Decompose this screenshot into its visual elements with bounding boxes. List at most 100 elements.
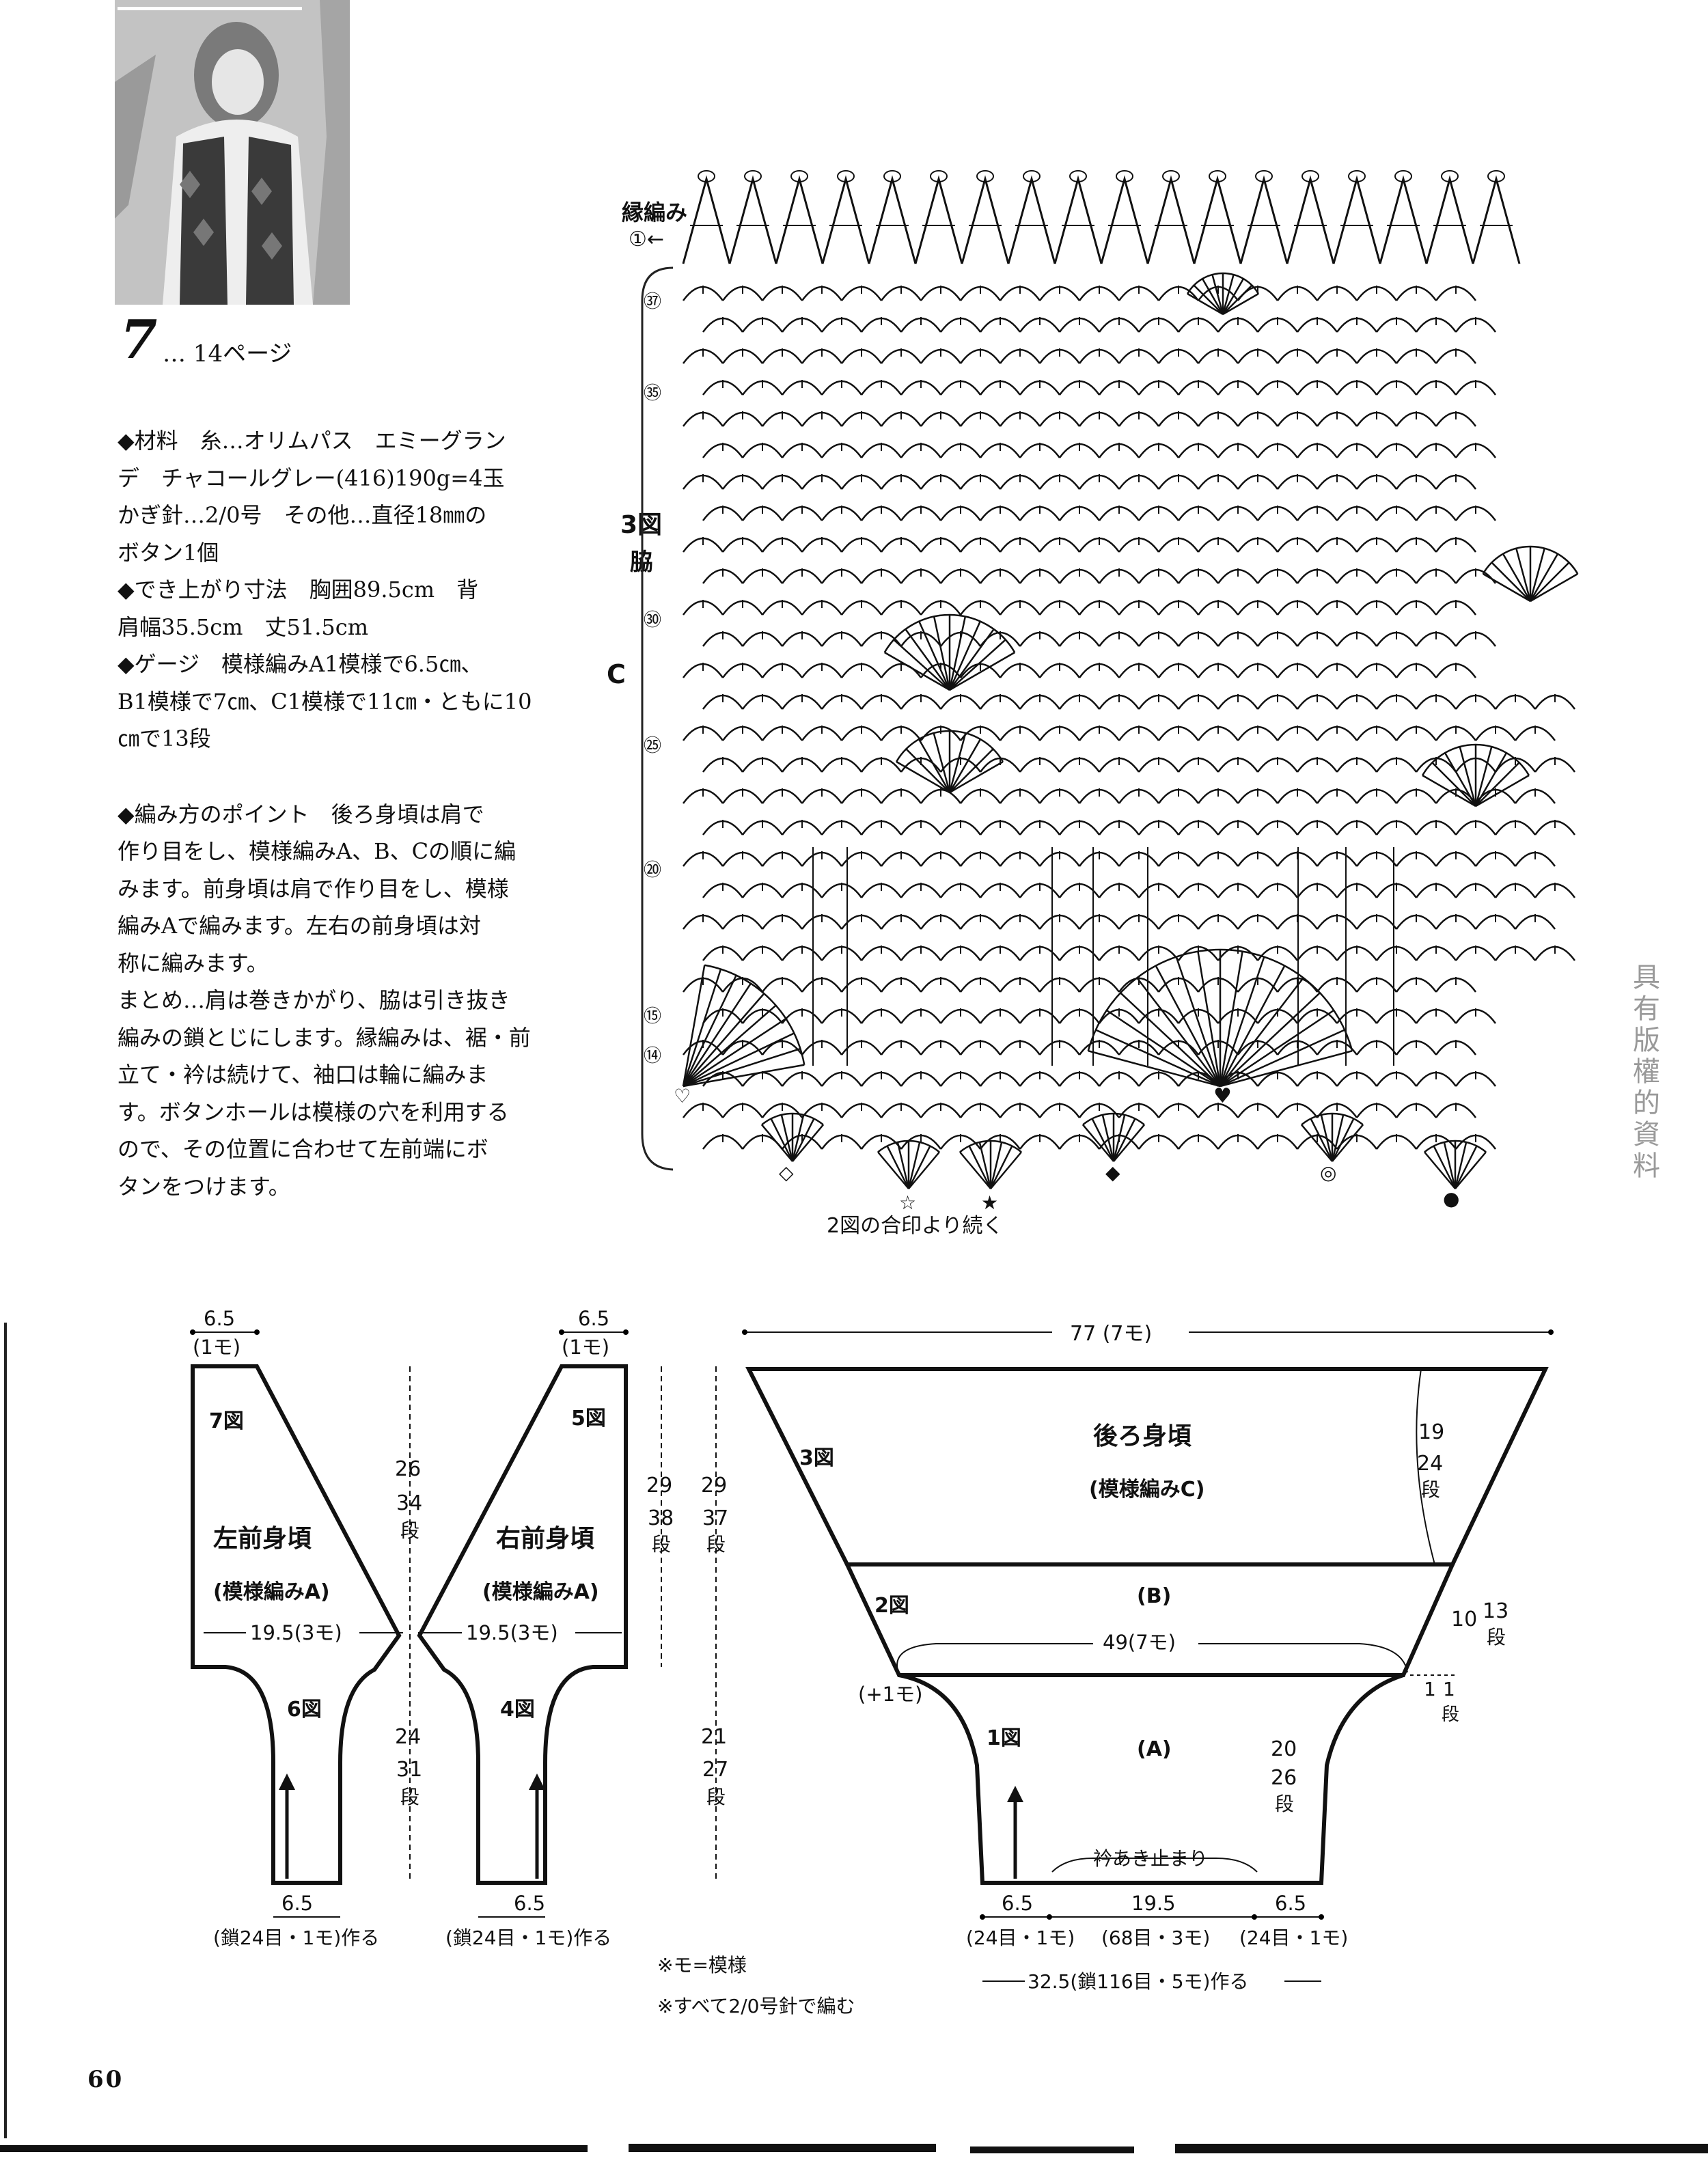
- fan-stitch: [1219, 951, 1243, 1087]
- fan-stitch: [792, 1124, 824, 1162]
- fan-stitch: [959, 1151, 991, 1189]
- fan-stitch: [1310, 1118, 1334, 1162]
- bottom-note: (鎖24目・1モ)作る: [213, 1927, 379, 1949]
- fan-stitch: [1491, 562, 1531, 602]
- neck-note: 衿あき止まり: [1093, 1847, 1208, 1870]
- edging-chain: [1239, 175, 1289, 264]
- fan-stitch: [1454, 1145, 1478, 1189]
- lower-height: 24: [395, 1725, 421, 1749]
- upper-height-a: 29: [646, 1474, 672, 1497]
- fan-stitch: [761, 1124, 793, 1162]
- fan-stitch: [886, 1145, 910, 1189]
- bottom-width: 6.5: [281, 1892, 313, 1915]
- fan-stitch: [1455, 1151, 1487, 1189]
- fan-stitch: [1220, 1009, 1334, 1088]
- fan-stitch: [1530, 562, 1570, 602]
- fan-edge: [959, 1140, 1022, 1153]
- fan-stitch: [884, 651, 950, 691]
- fan-stitch: [896, 1142, 910, 1189]
- info-line: ◆編み方のポイント 後ろ身頃は肩で: [118, 801, 484, 827]
- fan-stitch: [1112, 1114, 1126, 1162]
- fan-stitch: [933, 616, 951, 691]
- upper-rows: 34: [396, 1491, 422, 1515]
- bottom-left: 6.5: [1002, 1892, 1033, 1915]
- dan-label: 段: [706, 1533, 726, 1556]
- fan-stitch: [1220, 1029, 1345, 1088]
- fan-stitch: [683, 993, 765, 1087]
- model-photo: [115, 0, 350, 305]
- direction-arrow-icon: [529, 1773, 545, 1790]
- left-front-outline: [191, 1364, 402, 1885]
- edging-chain: [961, 175, 1010, 264]
- picot: [1023, 170, 1041, 182]
- edging-chain: [1286, 175, 1335, 264]
- section-label: (B): [1137, 1584, 1171, 1608]
- fan-stitch: [1443, 1142, 1457, 1189]
- dan-label: 段: [1487, 1626, 1506, 1648]
- row-marker: ⑭: [644, 1046, 661, 1066]
- piece-title: 後ろ身頃: [1093, 1422, 1192, 1450]
- fan-stitch: [1222, 278, 1245, 315]
- row-marker: ㉟: [644, 383, 661, 404]
- fan-stitch: [1220, 977, 1304, 1087]
- picot: [698, 170, 715, 182]
- upper-height: 26: [395, 1457, 421, 1481]
- fan-stitch: [1475, 774, 1530, 808]
- picot: [930, 170, 948, 182]
- edging-chain: [1332, 175, 1381, 264]
- dan-label: 段: [400, 1519, 419, 1542]
- edging-chain: [868, 175, 917, 264]
- fan-edge: [1301, 1112, 1364, 1126]
- info-line: す。ボタンホールは模様の穴を利用する: [118, 1099, 509, 1125]
- fan-stitch: [948, 739, 982, 793]
- lower-height: 21: [701, 1725, 727, 1749]
- fan-stitch: [1475, 762, 1520, 807]
- info-line: みます。前身頃は肩で作り目をし、模様: [118, 875, 509, 902]
- fan-stitch: [1201, 278, 1224, 315]
- row-marker: ㉚: [644, 610, 661, 631]
- fan-stitch: [1219, 965, 1286, 1087]
- fan-stitch: [949, 639, 1006, 691]
- row-marker: ㉕: [644, 736, 661, 756]
- upper-rows-a: 38: [648, 1506, 674, 1530]
- fan-stitch: [1332, 1124, 1364, 1162]
- c-rows: 24: [1417, 1452, 1443, 1476]
- row-marker: ㊲: [644, 292, 661, 312]
- fan-stitch: [908, 1151, 940, 1189]
- info-line: ◆でき上がり寸法 胸囲89.5cm 背: [118, 577, 479, 603]
- fan-stitch: [949, 760, 1004, 794]
- photo-top-rule: [118, 7, 302, 10]
- bottom-width: 6.5: [514, 1892, 545, 1915]
- chart-section-label: C: [607, 659, 626, 689]
- piece-title: 右前身頃: [496, 1525, 594, 1553]
- fan-stitch: [1301, 1124, 1333, 1162]
- a-rows: 26: [1271, 1766, 1297, 1790]
- heart-outline-symbol: ♡: [674, 1085, 691, 1107]
- fig-label: 5図: [571, 1407, 606, 1431]
- edging-stitches: [682, 170, 1521, 264]
- fan-stitch: [1136, 977, 1221, 1087]
- fan-stitch: [1088, 1050, 1221, 1088]
- fan-stitch: [1197, 951, 1222, 1087]
- fan-stitch: [1502, 553, 1532, 602]
- step-height: 1: [1424, 1678, 1436, 1700]
- fig-label: 6図: [287, 1698, 322, 1722]
- picot: [976, 170, 994, 182]
- a-height: 20: [1271, 1737, 1297, 1761]
- edging-chain: [1425, 175, 1474, 264]
- fan-edge: [1424, 1140, 1487, 1153]
- edging-chain: [1146, 175, 1196, 264]
- picot: [744, 170, 762, 182]
- fan-stitch: [791, 1114, 805, 1162]
- section-label: (A): [1137, 1737, 1172, 1761]
- fan-stitch: [1459, 746, 1477, 807]
- picot: [1348, 170, 1366, 182]
- lower-rows: 31: [396, 1758, 422, 1782]
- fan-stitch: [918, 739, 951, 793]
- direction-arrow-icon: [279, 1773, 295, 1790]
- info-line: B1模様で7㎝、C1模様で11㎝・ともに10: [118, 688, 532, 715]
- fan-stitch: [948, 616, 967, 691]
- fan-stitch: [949, 748, 994, 793]
- fan-stitch: [682, 969, 722, 1087]
